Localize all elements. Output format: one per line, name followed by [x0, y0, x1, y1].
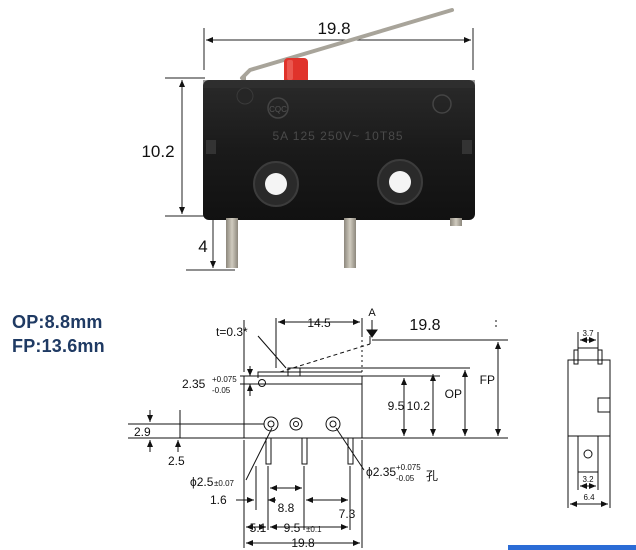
- label-lever-span: 14.5: [307, 316, 331, 330]
- label-hole-large-note: 孔: [426, 469, 438, 483]
- label-hole-large-tol-plus: +0.075: [396, 463, 421, 472]
- label-op: OP: [445, 387, 462, 401]
- photo-pin-label: 4: [198, 237, 207, 256]
- label-2-5: 2.5: [168, 454, 185, 468]
- corner-accent-bar: [508, 545, 636, 550]
- label-8-8: 8.8: [278, 501, 295, 515]
- side-view-labels: 3.7 3.2 6.4: [582, 329, 595, 502]
- label-plunger-tol-plus: +0.075: [212, 375, 237, 384]
- label-lever-thickness: t=0.3*: [216, 325, 248, 339]
- label-10-2: 10.2: [407, 399, 431, 413]
- switch-photo: 19.8 10.2 4 CQC 5A 125 250V~ 10T85: [141, 8, 475, 271]
- spec-free-position: FP:13.6mn: [12, 336, 105, 356]
- label-9-5-tol: ±0.1: [306, 525, 322, 534]
- label-hole-large: ϕ2.35: [366, 465, 396, 479]
- label-plunger-tol-minus: -0.05: [212, 386, 231, 395]
- photo-body-marking: 5A 125 250V~ 10T85: [272, 129, 403, 143]
- side-view-drawing: [567, 332, 611, 508]
- photo-pin-left: [226, 218, 238, 268]
- label-top-width: 19.8: [409, 317, 440, 334]
- label-plunger-height: 2.35: [182, 377, 206, 391]
- label-1-6: 1.6: [210, 493, 227, 507]
- label-side-inner: 3.2: [582, 475, 594, 484]
- label-side-top: 3.7: [582, 329, 594, 338]
- label-hole-small: ϕ2.5: [190, 475, 214, 489]
- label-9-5: 9.5: [388, 399, 405, 413]
- label-9-5-bottom: 9.5: [284, 521, 301, 535]
- front-view-labels: 19.8 14.5 A t=0.3* 2.35 +0.075 -0.05 9.5…: [134, 307, 495, 550]
- label-2-9: 2.9: [134, 425, 151, 439]
- photo-width-label: 19.8: [317, 19, 350, 38]
- front-view-drawing: [128, 318, 508, 548]
- label-side-outer: 6.4: [583, 493, 595, 502]
- drawing-body: [243, 375, 363, 439]
- label-5-1: 5.1: [250, 521, 267, 535]
- photo-height-label: 10.2: [141, 142, 174, 161]
- label-hole-large-tol-minus: -0.05: [396, 474, 415, 483]
- spec-operating-position: OP:8.8mm: [12, 312, 103, 332]
- label-bottom-width: 19.8: [291, 536, 315, 550]
- svg-text:CQC: CQC: [269, 105, 287, 114]
- photo-pin-middle: [344, 218, 356, 268]
- label-hole-small-tol: ±0.07: [214, 479, 235, 488]
- photo-lever: [240, 8, 454, 80]
- label-7-3: 7.3: [339, 507, 356, 521]
- label-actuator: A: [368, 307, 376, 319]
- label-fp: FP: [480, 373, 495, 387]
